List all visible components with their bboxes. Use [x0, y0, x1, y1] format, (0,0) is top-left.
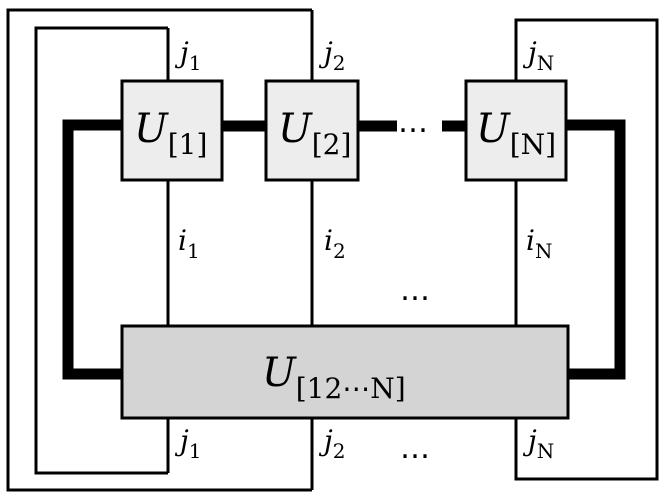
loop-wire-j1 — [34, 26, 168, 475]
bond-left — [62, 119, 124, 380]
box-label-uN: U[N] — [476, 106, 556, 161]
loop-wire-jN — [514, 18, 659, 481]
tensor-box-u2 — [264, 79, 360, 182]
outer-loop-wire-j2 — [6, 8, 312, 492]
ellipsis-top: … — [398, 105, 428, 140]
bond-right — [566, 119, 626, 380]
tensor-box-big — [120, 324, 570, 420]
label-mid-i1: i1 — [178, 224, 200, 263]
box-label-big: U[12⋯N] — [262, 350, 406, 405]
tensor-box-u1 — [120, 79, 224, 182]
ellipsis-middle: … — [400, 273, 430, 308]
tensor-box-uN — [464, 79, 568, 182]
box-label-u2: U[2] — [278, 106, 351, 161]
label-mid-i2: i2 — [324, 224, 346, 263]
label-mid-iN: iN — [526, 224, 552, 263]
ellipsis-bottom: … — [400, 431, 430, 466]
box-label-u1: U[1] — [134, 106, 207, 161]
